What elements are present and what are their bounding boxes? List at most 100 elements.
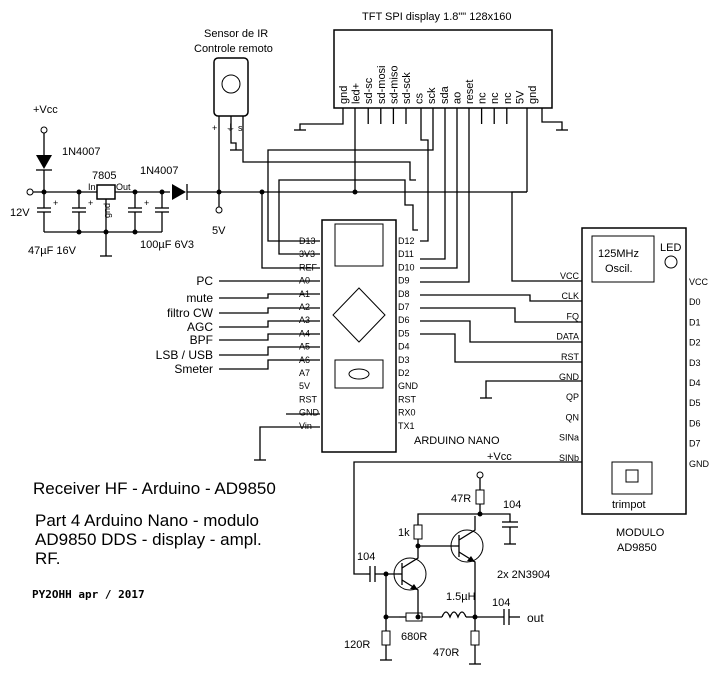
nano-right-pin: D12 — [398, 236, 415, 246]
module-name-2: AD9850 — [617, 542, 657, 554]
module-left-pin: DATA — [556, 332, 579, 342]
nano-right-pin: D3 — [398, 355, 410, 365]
amp-vcc-label: +Vcc — [487, 451, 512, 463]
osc-label-1: 125MHz — [598, 248, 639, 260]
module-left-pin: QN — [566, 412, 580, 422]
module-right-pin: GND — [689, 459, 710, 469]
nano-right-pin: D8 — [398, 289, 410, 299]
nano-right-pin: D7 — [398, 302, 410, 312]
module-right-pin: D6 — [689, 418, 701, 428]
cap2-label: 100µF 6V3 — [140, 239, 194, 251]
cap-104-input-label: 104 — [357, 551, 375, 563]
led-icon — [664, 255, 678, 269]
nano-right-pin: GND — [398, 381, 419, 391]
vcc-terminal — [40, 126, 48, 134]
tft-pin-label: nc — [502, 92, 514, 104]
tft-pin-label: nc — [477, 92, 489, 104]
tft-pin-label: gnd — [527, 86, 539, 104]
input-12v-label: 12V — [10, 207, 30, 219]
module-pins: VCCCLKFQDATARSTGNDQPQNSINaSINbVCCD0D1D2D… — [556, 271, 709, 469]
nano-right-pin: D10 — [398, 262, 415, 272]
cap-100uf-1: + — [128, 192, 149, 232]
diode-1n4007-2-icon — [172, 184, 186, 200]
transistors-label: 2x 2N3904 — [497, 569, 550, 581]
5v-label: 5V — [212, 225, 226, 237]
nano-right-pin: RST — [398, 394, 417, 404]
inductor-1-5uh — [441, 611, 467, 619]
ir-sensor-label-2: Controle remoto — [194, 43, 273, 55]
svg-text:+: + — [53, 198, 58, 208]
arduino-name: ARDUINO NANO — [414, 435, 500, 447]
tft-pin-label: cs — [414, 93, 426, 105]
input-label: AGC — [187, 320, 213, 334]
tft-pin-label: reset — [464, 80, 476, 104]
resistor-120r-label: 120R — [344, 639, 370, 651]
tft-display-title: TFT SPI display 1.8"" 128x160 — [362, 11, 511, 23]
nano-right-pin: D6 — [398, 315, 410, 325]
input-label: mute — [186, 291, 213, 305]
tft-display — [333, 29, 553, 109]
module-right-pin: D7 — [689, 439, 701, 449]
module-left-pin: QP — [566, 392, 579, 402]
module-left-pin: SINb — [559, 453, 579, 463]
arduino-usb-connector — [334, 223, 384, 267]
input-label: PC — [196, 274, 213, 288]
transistor-q2 — [450, 516, 484, 598]
resistor-1k — [413, 524, 423, 540]
regulator-gnd-label: gnd — [102, 203, 112, 218]
nano-right-pin: D2 — [398, 368, 410, 378]
subtitle-line-3: RF. — [35, 549, 61, 568]
cap-104-decoupling-label: 104 — [503, 499, 521, 511]
regulator-in-label: In — [88, 182, 96, 192]
tft-pin-label: sd-mosi — [376, 65, 388, 104]
module-left-pin: CLK — [561, 291, 579, 301]
nano-left-pin: A2 — [299, 302, 310, 312]
5v-terminal — [215, 206, 223, 214]
ir-sensor-lens-icon — [221, 74, 241, 94]
module-right-pin: D3 — [689, 358, 701, 368]
tft-pin-label: sd-sck — [401, 72, 413, 104]
tft-pin-label: sck — [426, 87, 438, 104]
tft-pin-label: nc — [489, 92, 501, 104]
author: PY2OHH apr / 2017 — [32, 588, 145, 601]
tft-pin-label: sd-miso — [388, 65, 400, 104]
ir-pin-s: s — [238, 123, 243, 133]
tft-pin-label: led+ — [351, 83, 363, 104]
cap-104-input — [366, 566, 398, 582]
subtitle-line-2: AD9850 DDS - display - ampl. — [35, 530, 262, 549]
ir-pin-plus: + — [212, 123, 217, 133]
input-label: LSB / USB — [156, 348, 213, 362]
input-12v-terminal — [26, 188, 34, 196]
module-right-pin: D0 — [689, 297, 701, 307]
module-left-pin: VCC — [560, 271, 580, 281]
cap-100uf-2 — [155, 192, 169, 232]
trimpot — [611, 461, 653, 495]
resistor-47r — [475, 489, 485, 505]
led-label: LED — [660, 242, 681, 254]
tft-pin-label: ao — [451, 92, 463, 104]
cap-47uf-1: + — [37, 192, 58, 232]
nano-right-pin: D4 — [398, 342, 410, 352]
tft-pin-label: 5V — [514, 90, 526, 104]
input-label: Smeter — [174, 362, 213, 376]
module-right-pin: D2 — [689, 338, 701, 348]
nano-left-pin: GND — [299, 408, 320, 418]
nano-left-pin: 5V — [299, 381, 310, 391]
resistor-1k-label: 1k — [398, 527, 410, 539]
diode2-label: 1N4007 — [140, 165, 179, 177]
osc-label-2: Oscil. — [605, 263, 633, 275]
regulator-7805 — [96, 184, 116, 200]
tft-pin-label: gnd — [338, 86, 350, 104]
input-label: filtro CW — [167, 306, 214, 320]
nano-right-pin: D11 — [398, 249, 414, 259]
svg-text:+: + — [88, 198, 93, 208]
nano-left-pin: RST — [299, 394, 318, 404]
input-label: BPF — [190, 333, 213, 347]
module-right-pin: VCC — [689, 277, 709, 287]
resistor-47r-label: 47R — [451, 493, 471, 505]
nano-right-pin: RX0 — [398, 408, 416, 418]
svg-text:+: + — [144, 198, 149, 208]
